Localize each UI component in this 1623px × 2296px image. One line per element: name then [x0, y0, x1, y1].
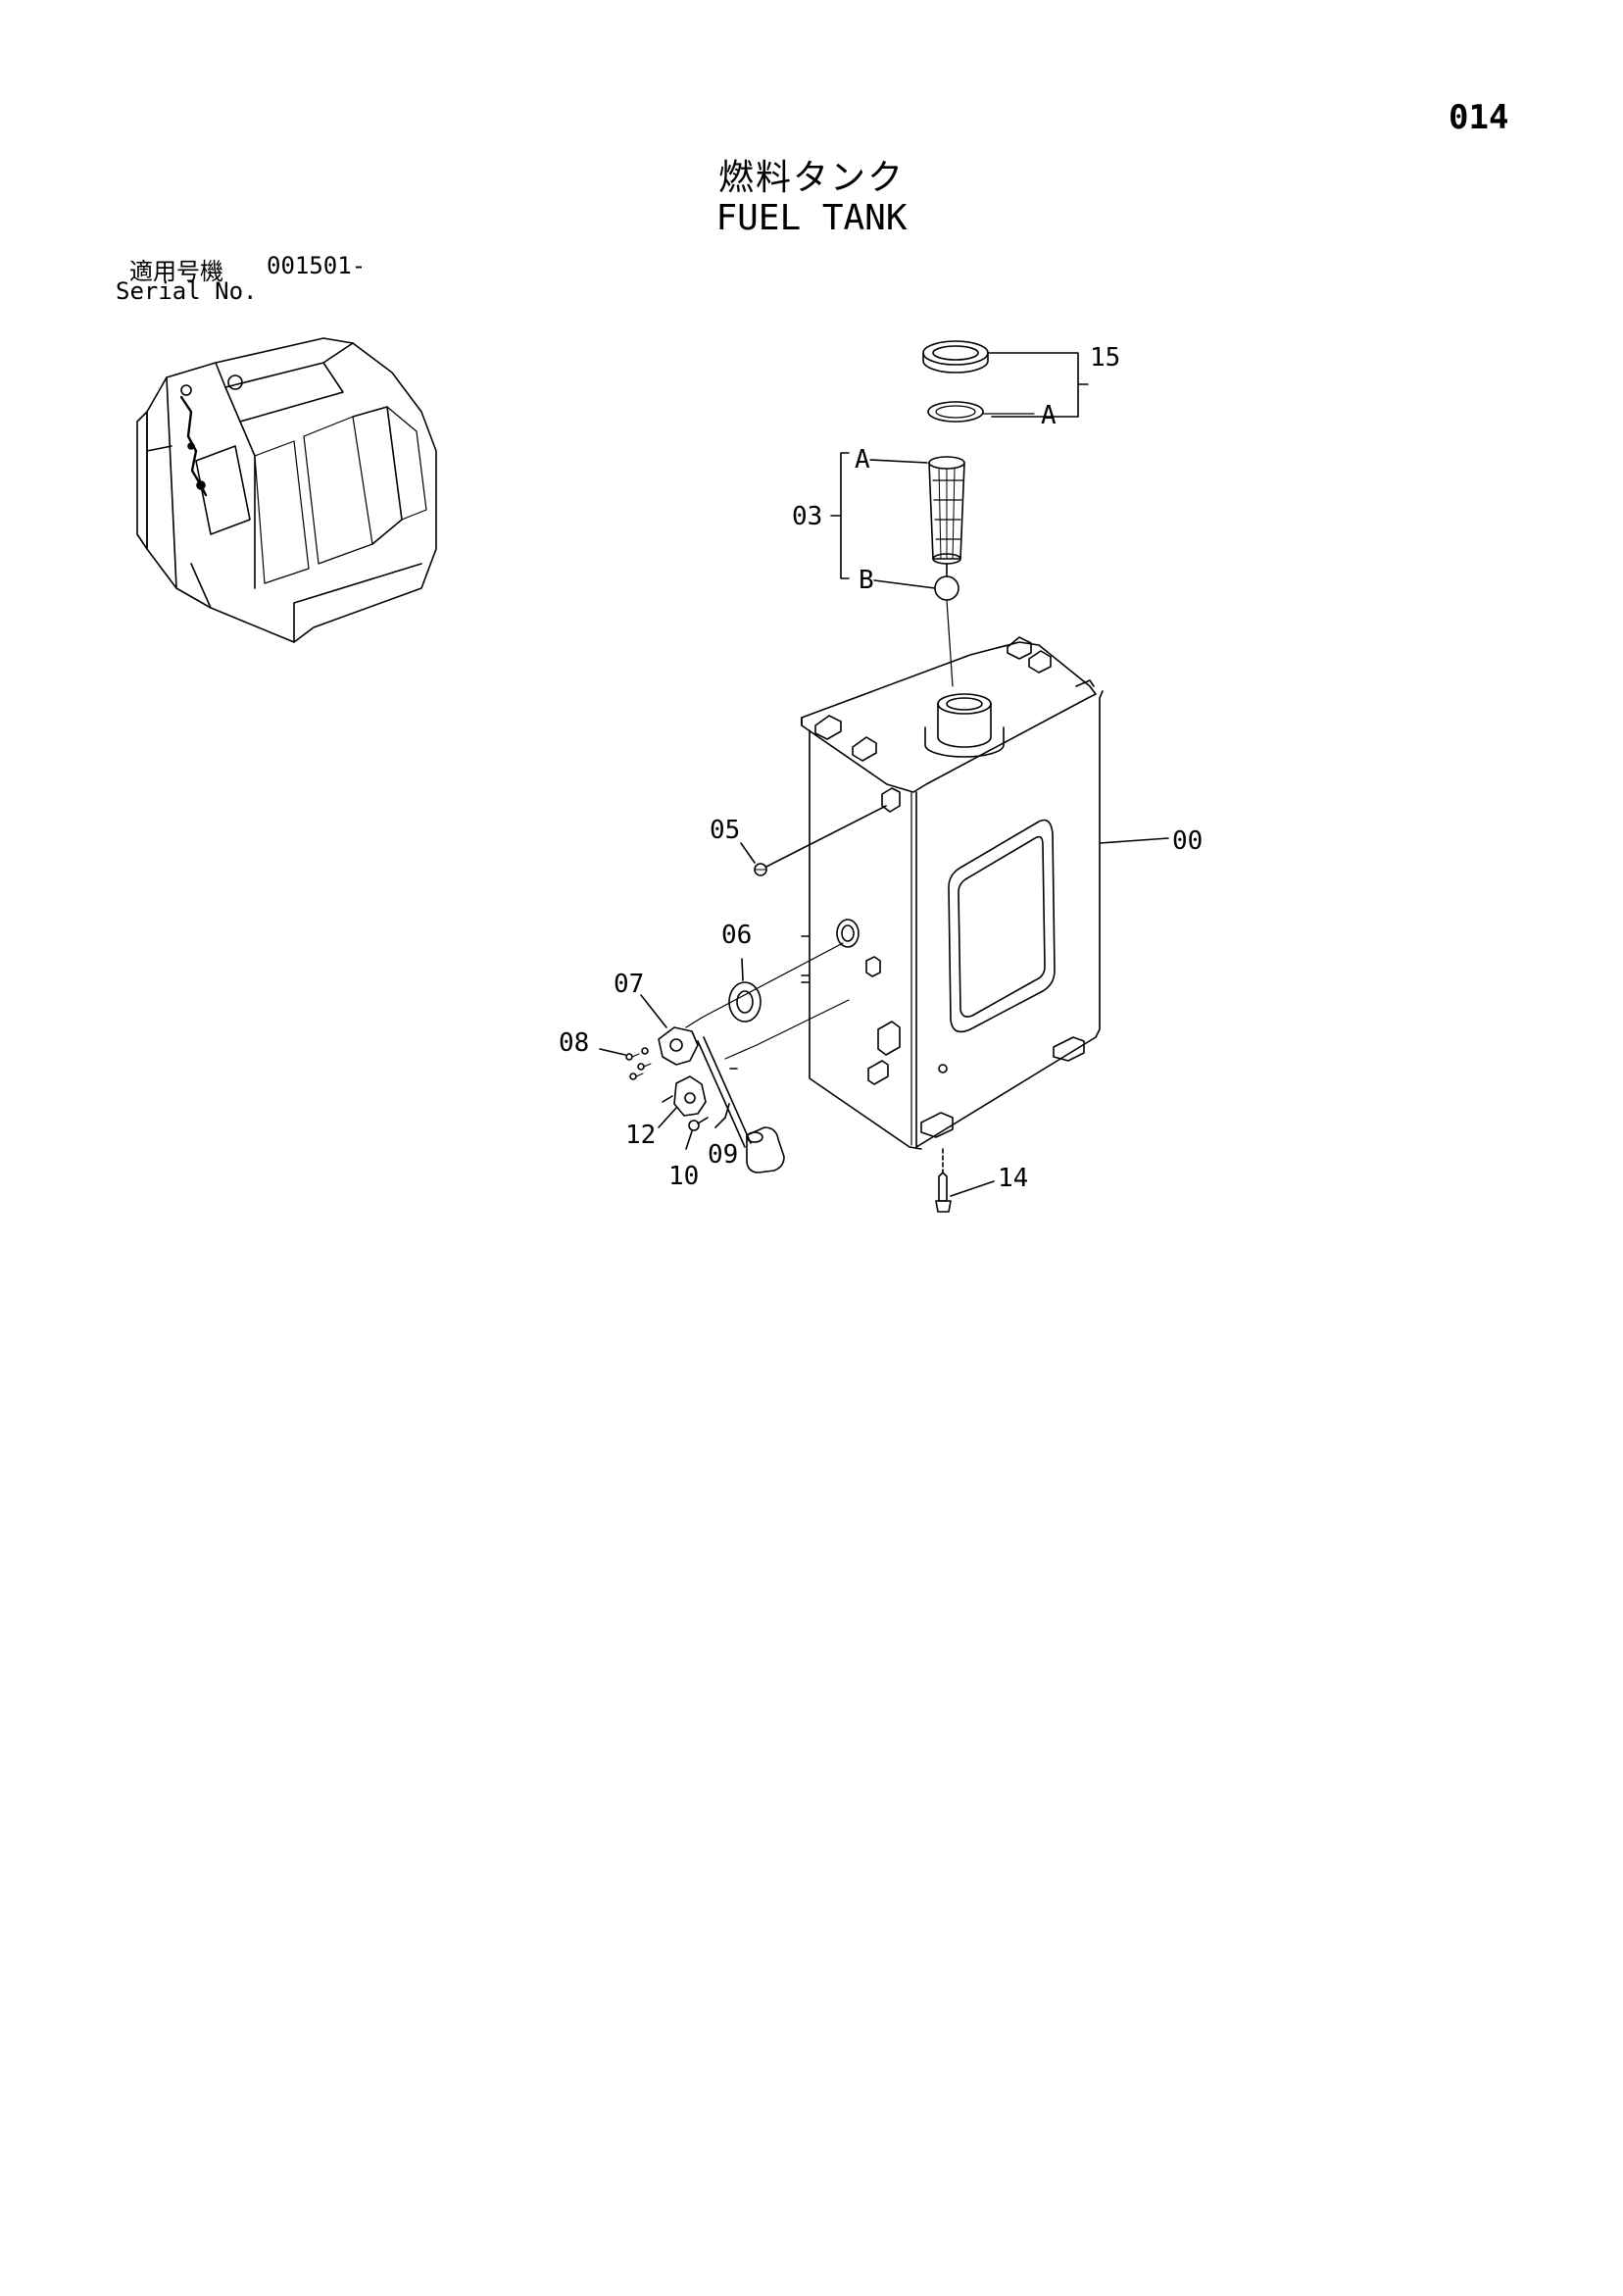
leader-15 — [987, 352, 1079, 418]
leader-03-bracket — [840, 452, 850, 579]
part-00-fuel-tank — [801, 636, 1104, 1150]
callout-15: 15 — [1090, 343, 1120, 373]
part-08-screws — [625, 1047, 652, 1080]
callout-a-strainer: A — [855, 445, 870, 474]
callout-b-strainer: B — [859, 566, 874, 595]
callout-10: 10 — [668, 1162, 699, 1191]
callout-05: 05 — [710, 816, 740, 845]
part-05-plug — [754, 863, 767, 876]
leader-05 — [765, 805, 887, 868]
callout-03: 03 — [792, 502, 822, 531]
cab-location-sketch — [136, 337, 437, 643]
part-14-drain-cock — [935, 1148, 952, 1213]
callout-00: 00 — [1172, 826, 1203, 856]
leader-06 — [741, 958, 744, 981]
part-06-gasket — [728, 981, 762, 1023]
part-15-filler-cap — [922, 340, 989, 374]
leader-00 — [1099, 837, 1169, 844]
part-07-fuel-sensor — [658, 942, 850, 1173]
serial-number-value: 001501- — [267, 252, 367, 279]
callout-14: 14 — [998, 1164, 1028, 1193]
leader-14 — [950, 1180, 995, 1197]
leader-09 — [714, 1103, 730, 1128]
callout-07: 07 — [614, 970, 644, 999]
callout-12: 12 — [625, 1121, 656, 1150]
callout-a-ring: A — [1041, 401, 1057, 430]
leader-10 — [685, 1130, 693, 1150]
part-12-cover — [662, 1075, 707, 1117]
part-15-ring — [927, 401, 984, 423]
leader-07 — [640, 994, 667, 1028]
callout-09: 09 — [708, 1140, 738, 1170]
callout-06: 06 — [721, 921, 752, 950]
part-10-bolt — [688, 1117, 709, 1131]
page-title-english: FUEL TANK — [715, 198, 908, 238]
page-number: 014 — [1449, 98, 1509, 137]
leader-08 — [599, 1048, 626, 1056]
leader-12 — [658, 1107, 677, 1128]
callout-08: 08 — [559, 1028, 589, 1058]
serial-label-english: Serial No. — [116, 277, 258, 305]
serial-label-japanese: 適用号機 — [129, 258, 223, 285]
part-03-strainer — [928, 456, 965, 687]
page-title-japanese: 燃料タンク — [717, 158, 905, 198]
